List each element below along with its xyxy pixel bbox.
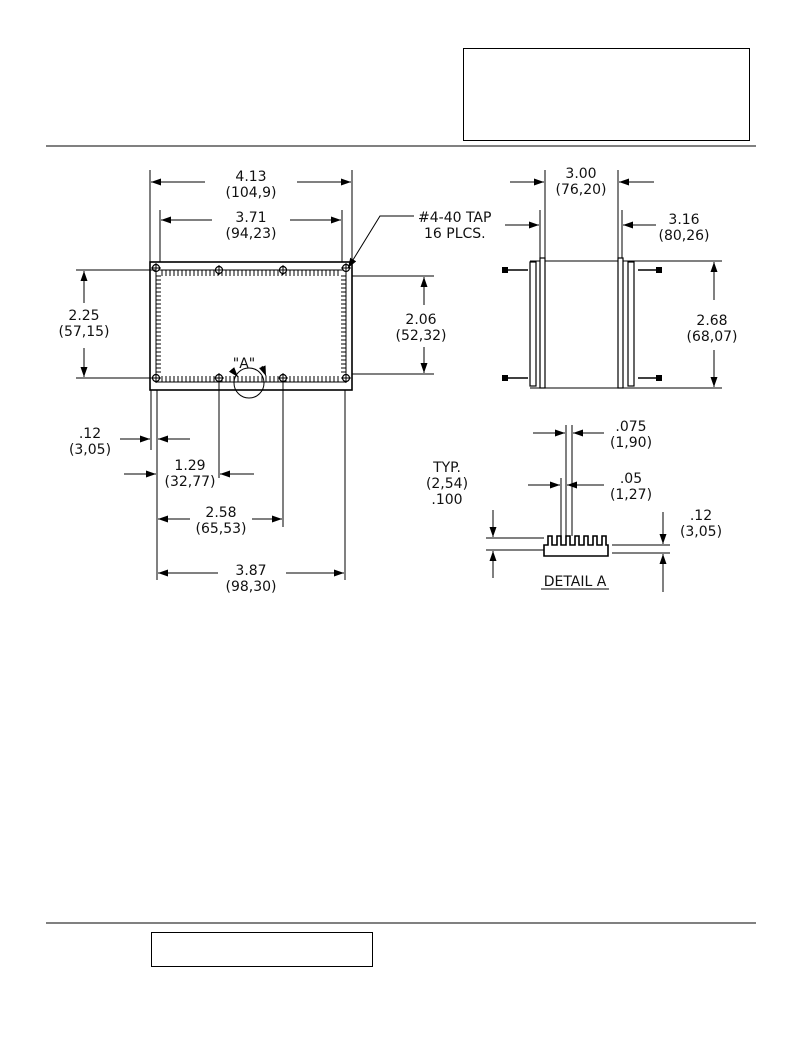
tap-note-line2: 16 PLCS. (424, 226, 486, 242)
dim-side-height: 2.68 (68,07) (686, 262, 738, 387)
dim-fin-gap: .05 (1,27) (528, 471, 652, 503)
dim-fin-height-mm: (2,54) (426, 476, 468, 492)
dim-side-outer-span-mm: (80,26) (658, 228, 709, 244)
dim-side-height-mm: (68,07) (686, 329, 737, 345)
dim-height-overall-value: 2.25 (68, 308, 99, 324)
dim-base-thickness: .12 (3,05) (659, 508, 722, 592)
dim-side-outer-span-value: 3.16 (668, 212, 699, 228)
dim-edge-offset: .12 (3,05) (69, 426, 190, 458)
dim-fin-thickness-value: .075 (615, 419, 646, 435)
detail-a-fin-profile (543, 535, 609, 557)
dim-height-overall-mm: (57,15) (58, 324, 109, 340)
detail-a-callout-label: "A" (233, 356, 255, 372)
screw-icon (502, 267, 662, 381)
dim-fin-thickness-mm: (1,90) (610, 435, 652, 451)
dim-width-overall-value: 4.13 (235, 169, 266, 185)
tap-note-line1: #4-40 TAP (418, 210, 491, 226)
dim-width-inner-value: 3.71 (235, 210, 266, 226)
dim-fin-thickness: .075 (1,90) (533, 419, 652, 451)
dim-base-width: 3.87 (98,30) (158, 563, 344, 595)
dim-base-thickness-value: .12 (690, 508, 712, 524)
side-view (502, 170, 722, 389)
dim-side-inner-span-value: 3.00 (565, 166, 596, 182)
dim-width-inner-mm: (94,23) (225, 226, 276, 242)
dim-base-width-mm: (98,30) (225, 579, 276, 595)
dim-fin-gap-mm: (1,27) (610, 487, 652, 503)
dim-edge-offset-mm: (3,05) (69, 442, 111, 458)
dim-hole-spacing-2-value: 2.58 (205, 505, 236, 521)
dim-hole-spacing-2: 2.58 (65,53) (158, 505, 282, 537)
dim-width-overall-mm: (104,9) (225, 185, 276, 201)
heatsink-outline (149, 261, 353, 391)
dim-height-overall: 2.25 (57,15) (58, 269, 156, 379)
dim-height-inner: 2.06 (52,32) (352, 275, 447, 375)
dim-fin-gap-value: .05 (620, 471, 642, 487)
title-block-top (463, 48, 750, 141)
dim-width-overall: 4.13 (104,9) (149, 169, 353, 262)
top-view: "A" (149, 261, 353, 399)
detail-a-callout-circle (233, 367, 265, 399)
dim-fin-height-value: .100 (431, 492, 462, 508)
dim-hole-spacing-2-mm: (65,53) (195, 521, 246, 537)
dim-side-inner-span-mm: (76,20) (555, 182, 606, 198)
dim-height-inner-value: 2.06 (405, 312, 436, 328)
dim-hole-spacing-1-mm: (32,77) (164, 474, 215, 490)
dim-base-width-value: 3.87 (235, 563, 266, 579)
title-block-bottom (151, 932, 373, 967)
dim-fin-height: TYP. (2,54) .100 (426, 460, 497, 578)
dim-width-inner: 3.71 (94,23) (159, 210, 343, 262)
detail-a-title: DETAIL A (544, 574, 607, 590)
dim-height-inner-mm: (52,32) (395, 328, 446, 344)
dim-hole-spacing-1: 1.29 (32,77) (124, 458, 254, 490)
dim-side-height-value: 2.68 (696, 313, 727, 329)
dim-fin-height-typ: TYP. (432, 460, 461, 476)
tap-note: #4-40 TAP 16 PLCS. (347, 210, 491, 269)
dim-side-inner-span: 3.00 (76,20) (510, 166, 654, 198)
detail-a (486, 425, 670, 557)
dim-hole-spacing-1-value: 1.29 (174, 458, 205, 474)
dim-edge-offset-value: .12 (79, 426, 101, 442)
dim-side-outer-span: 3.16 (80,26) (505, 212, 710, 244)
dim-base-thickness-mm: (3,05) (680, 524, 722, 540)
